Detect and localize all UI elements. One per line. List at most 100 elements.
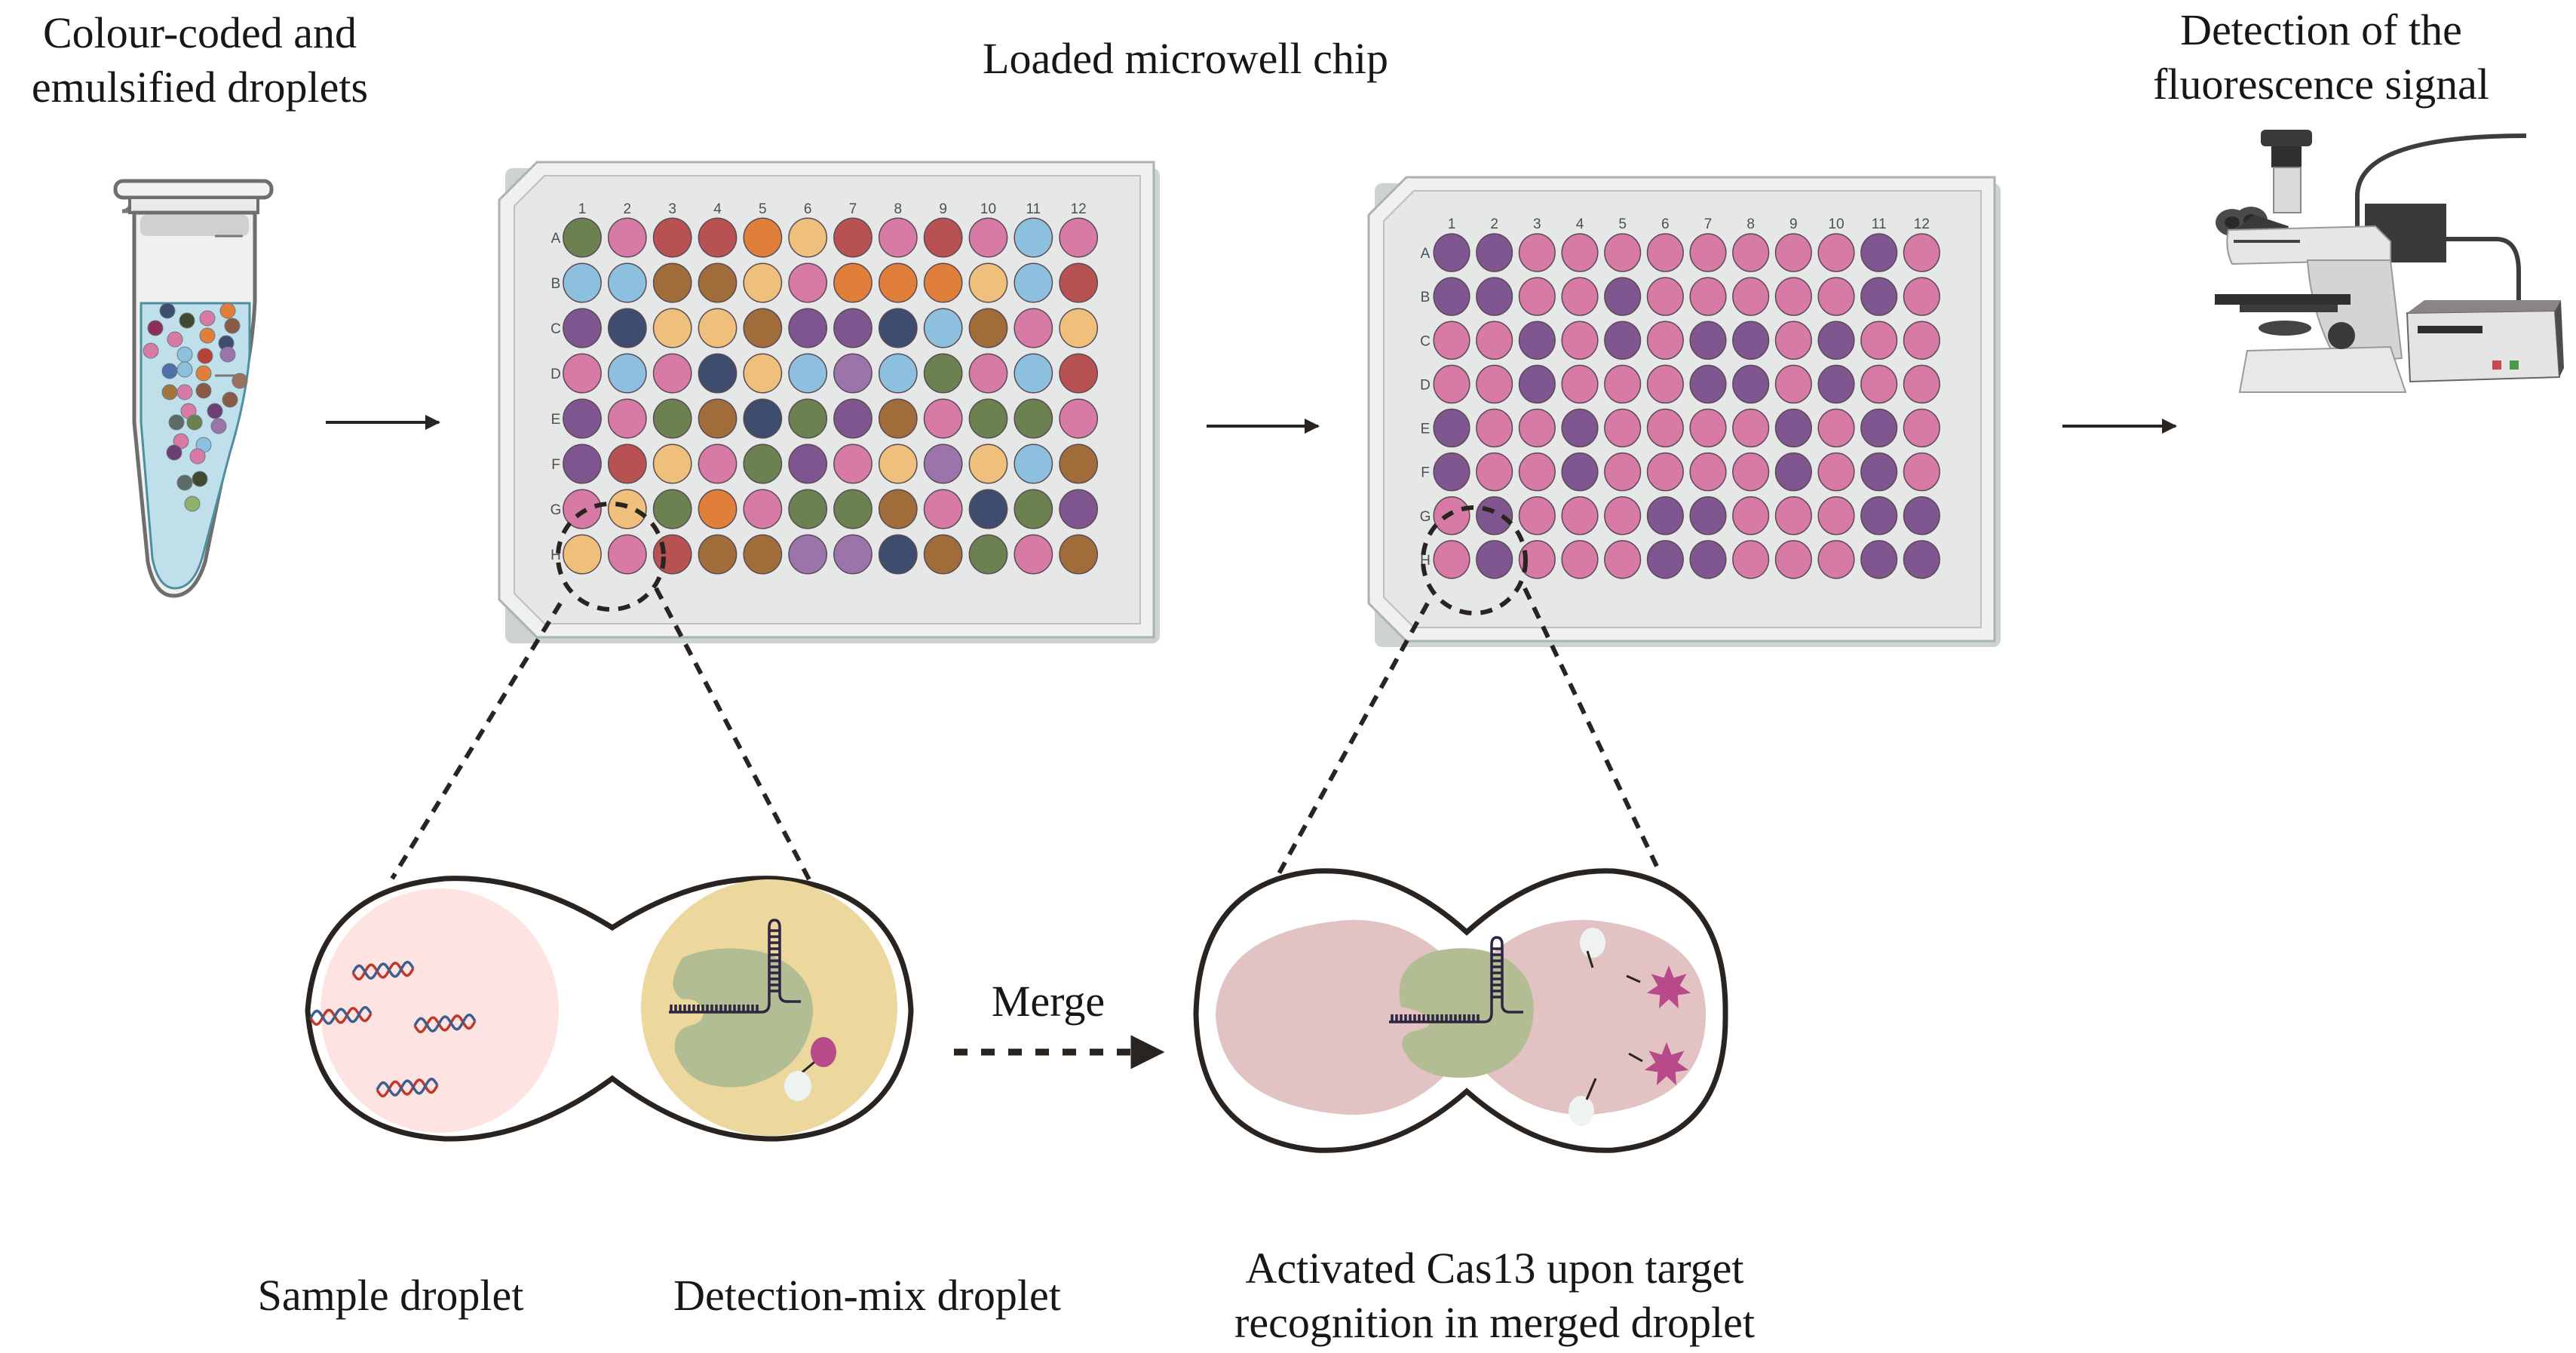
plate-well: [968, 398, 1008, 439]
plate-well: [1561, 540, 1599, 579]
droplet: [147, 320, 164, 336]
plate-well: [1860, 452, 1898, 492]
plate-well: [1059, 217, 1099, 258]
plate-well: [1903, 496, 1940, 535]
plate-well: [698, 308, 738, 348]
plate-well: [1518, 233, 1556, 272]
plate-column-label: 9: [939, 201, 947, 217]
plate-row-label: G: [1420, 509, 1431, 525]
plate-well: [563, 308, 602, 348]
fluorescence-microscope-icon: [2215, 130, 2564, 393]
plate-well: [923, 489, 963, 529]
zoom-callout-plate2: [1276, 505, 1661, 876]
plate-well: [1646, 233, 1684, 272]
plate-well: [698, 489, 738, 529]
plate-well: [1774, 540, 1812, 579]
plate-well: [563, 353, 602, 394]
droplet: [195, 382, 212, 399]
plate-row-label: B: [551, 276, 561, 292]
plate-well: [1774, 321, 1812, 360]
plate-well: [788, 308, 828, 348]
plate-column-label: 5: [1618, 216, 1627, 232]
plate-well: [1518, 321, 1556, 360]
plate-row-label: G: [550, 502, 562, 518]
plate-well: [1604, 321, 1642, 360]
plate-column-label: 1: [578, 201, 587, 217]
plate-well: [1476, 452, 1513, 492]
plate-well: [1476, 233, 1513, 272]
tube-title-line2: emulsified droplets: [31, 63, 369, 112]
plate-well: [923, 398, 963, 439]
plate-well: [1476, 277, 1513, 316]
plate-well: [1059, 398, 1099, 439]
detection-title-line1: Detection of the: [2180, 5, 2462, 54]
plate-well: [1518, 540, 1556, 579]
plate-well: [1433, 540, 1470, 579]
plate-well: [1014, 353, 1053, 394]
plate-row-label: F: [551, 457, 560, 473]
plate-well: [1903, 233, 1940, 272]
droplet: [167, 331, 183, 348]
plate-well: [1732, 452, 1770, 492]
plate-well: [652, 489, 692, 529]
plate-column-label: 8: [894, 201, 903, 217]
plate-well: [1732, 408, 1770, 448]
plate-well: [1689, 452, 1727, 492]
plate-well: [652, 534, 692, 575]
plate-well: [1433, 321, 1470, 360]
plate-well: [878, 308, 918, 348]
plate-well: [1433, 408, 1470, 448]
plate-well: [1059, 443, 1099, 484]
plate-well: [1774, 452, 1812, 492]
plate-well: [1561, 408, 1599, 448]
plate-well: [1433, 233, 1470, 272]
plate-well: [652, 353, 692, 394]
plate-well: [1689, 496, 1727, 535]
plate-well: [1433, 364, 1470, 404]
detection-mix-droplet-label: Detection-mix droplet: [673, 1271, 1061, 1320]
plate-well: [607, 443, 647, 484]
droplet: [184, 495, 201, 512]
plate-well: [878, 443, 918, 484]
plate-well: [1059, 534, 1099, 575]
plate-well: [1646, 452, 1684, 492]
plate-well: [1561, 364, 1599, 404]
plate-well: [607, 534, 647, 575]
plate-well: [1817, 277, 1855, 316]
plate-well: [1774, 277, 1812, 316]
droplet: [232, 373, 248, 389]
droplet: [143, 342, 159, 359]
fluorescent-signal-icon: [1644, 1042, 1689, 1085]
plate-well: [1014, 262, 1053, 303]
merged-droplet: [1193, 868, 1728, 1153]
plate-well: [607, 489, 647, 529]
droplet: [176, 384, 193, 400]
plate-column-label: 4: [1576, 216, 1584, 232]
droplet: [192, 471, 208, 487]
plate-well: [968, 308, 1008, 348]
plate-row-label: C: [1420, 333, 1431, 349]
crrna-icon: [1389, 936, 1523, 1023]
plate-well: [788, 262, 828, 303]
plate-row-label: A: [1421, 246, 1431, 262]
plate-well: [652, 217, 692, 258]
plate-well: [1014, 443, 1053, 484]
plate-well: [1518, 452, 1556, 492]
plate-well: [878, 353, 918, 394]
plate-well: [563, 489, 602, 529]
plate-well: [1817, 408, 1855, 448]
plate-column-label: 6: [804, 201, 812, 217]
plate-well: [1561, 496, 1599, 535]
plate-well: [652, 262, 692, 303]
emulsion-tube-icon: [113, 179, 274, 598]
plate-well: [968, 262, 1008, 303]
droplet: [179, 312, 195, 329]
plate-column-label: 8: [1746, 216, 1755, 232]
droplet: [159, 302, 176, 319]
plate-well: [563, 262, 602, 303]
plate-well: [1689, 408, 1727, 448]
rna-strand: [376, 1077, 439, 1097]
plate-column-label: 5: [759, 201, 767, 217]
plate-well: [1689, 277, 1727, 316]
plate-well: [607, 308, 647, 348]
